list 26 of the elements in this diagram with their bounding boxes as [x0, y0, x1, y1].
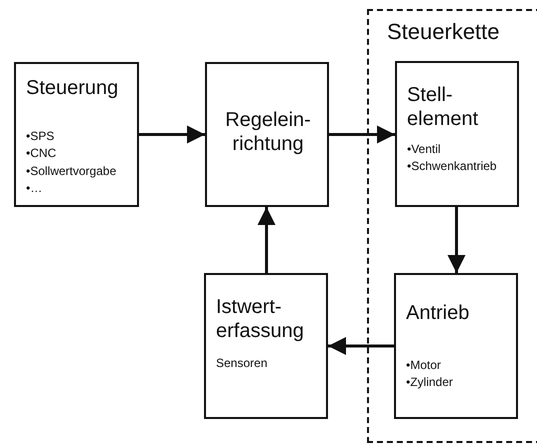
block-title: Steuerung: [26, 76, 118, 100]
arrow: [329, 126, 395, 144]
block-title: Stell-element: [407, 83, 480, 131]
block-box: [205, 62, 329, 207]
list-item: •Schwenkantrieb: [407, 158, 497, 176]
dashed-boundary: [367, 9, 537, 443]
block-title: Istwert-erfassung: [216, 295, 305, 343]
arrow: [448, 207, 466, 273]
block-box: [394, 273, 518, 419]
block-box: [204, 273, 328, 419]
block-box: [14, 62, 139, 207]
block-box: [395, 61, 519, 207]
list-item: •Motor: [406, 357, 442, 374]
list-item: Sensoren: [216, 355, 268, 372]
block-title: Antrieb: [406, 301, 470, 325]
arrow: [258, 207, 276, 273]
arrow: [328, 337, 394, 355]
list-item: •Sollwertvorgabe: [26, 162, 116, 180]
region-title: Steuerkette: [387, 19, 501, 46]
list-item: •SPS: [26, 128, 56, 145]
list-item: •Ventil: [407, 141, 442, 158]
list-item: •CNC: [26, 145, 58, 162]
list-item: •Zylinder: [406, 374, 453, 392]
list-item: •…: [26, 180, 44, 198]
block-title: Regelein-richtung: [224, 108, 312, 156]
arrow: [139, 126, 205, 144]
